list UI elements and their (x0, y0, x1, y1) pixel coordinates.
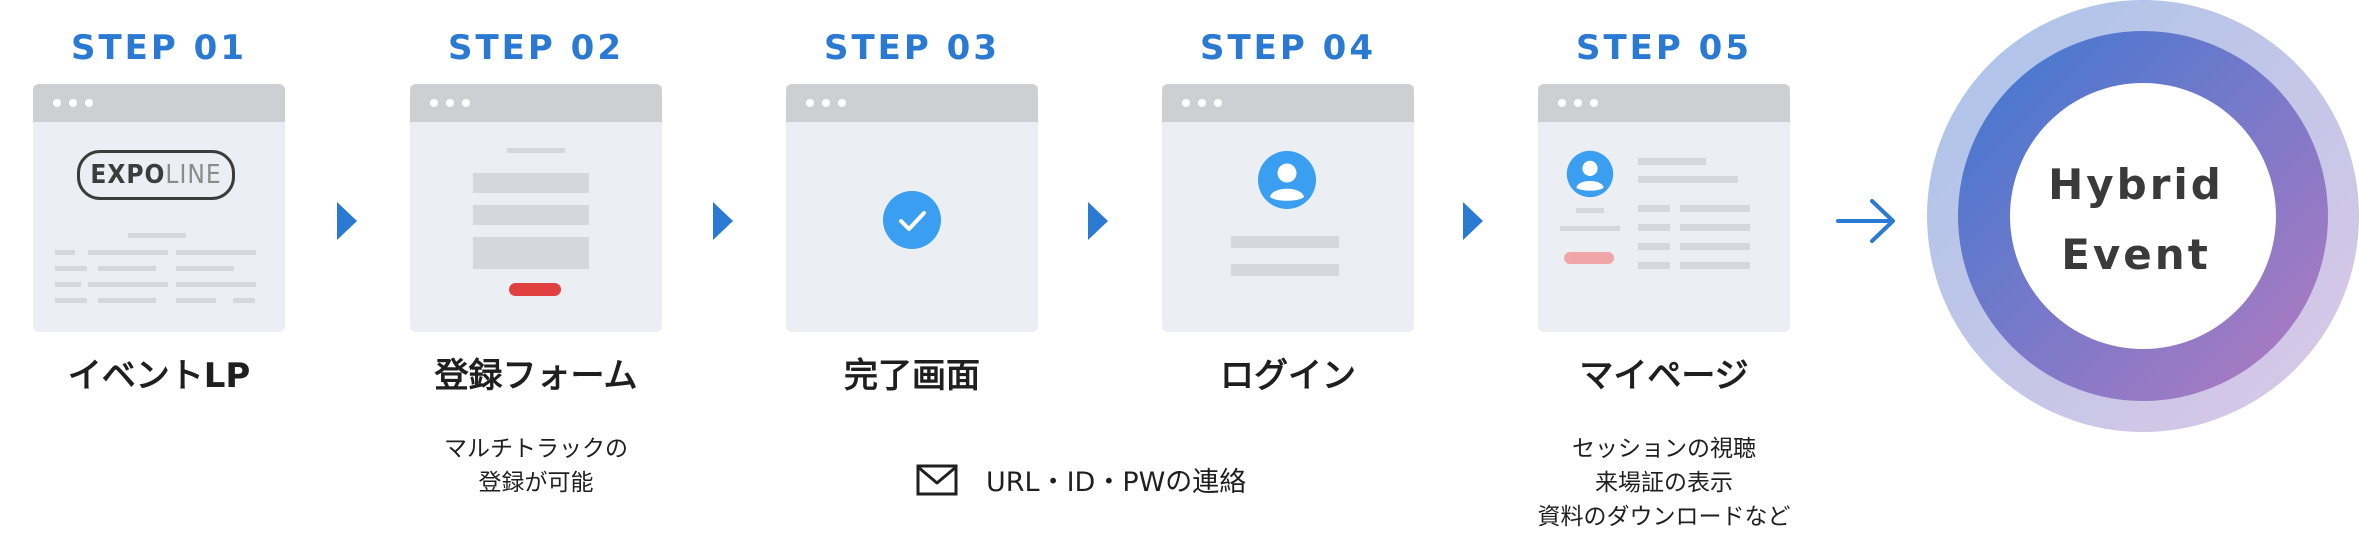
window-titlebar (33, 84, 285, 122)
window-dot (430, 99, 438, 107)
window-dot (85, 99, 93, 107)
user-icon (1566, 150, 1614, 198)
step-label: STEP 04 (1200, 28, 1376, 68)
placeholder-line (1638, 158, 1706, 165)
window-dot (462, 99, 470, 107)
description-line: 資料のダウンロードなど (1537, 504, 1791, 530)
window-dot (806, 99, 814, 107)
placeholder-line (55, 250, 75, 255)
logo-text-line: LINE (165, 160, 222, 190)
step-label: STEP 02 (448, 28, 624, 68)
placeholder-line (1638, 176, 1738, 183)
step-01: STEP 01 EXPOLINE イベントLP (33, 0, 285, 534)
description-line: マルチトラックの (444, 436, 628, 462)
browser-window (410, 84, 662, 332)
placeholder-line (507, 148, 565, 153)
browser-window (1538, 84, 1790, 332)
placeholder-line (88, 282, 168, 287)
placeholder-line (176, 250, 256, 255)
form-field (473, 237, 589, 269)
placeholder-line (128, 233, 186, 238)
browser-window (1162, 84, 1414, 332)
step-title: 完了画面 (844, 356, 980, 396)
placeholder-line (55, 298, 87, 303)
placeholder-line (176, 282, 256, 287)
description-line: セッションの視聴 (1572, 436, 1756, 462)
placeholder-line (1638, 243, 1670, 250)
step-label: STEP 01 (71, 28, 247, 68)
placeholder-line (1680, 243, 1750, 250)
window-dot (1198, 99, 1206, 107)
step-description: セッションの視聴 来場証の表示 資料のダウンロードなど (1478, 432, 1850, 534)
placeholder-line (233, 298, 255, 303)
step-arrow (713, 202, 733, 240)
login-field (1231, 236, 1339, 248)
step-04: STEP 04 ログイン (1162, 0, 1414, 534)
placeholder-line (176, 266, 234, 271)
user-icon (1258, 151, 1316, 209)
window-dot (822, 99, 830, 107)
step-label: STEP 05 (1576, 28, 1752, 68)
placeholder-line (1680, 262, 1750, 269)
step-arrow (1088, 202, 1108, 240)
form-field (473, 173, 589, 193)
contact-text: URL・ID・PWの連絡 (986, 467, 1247, 498)
hybrid-line-2: Event (2061, 230, 2211, 279)
description-line: 登録が可能 (478, 470, 594, 496)
center-disc (2010, 83, 2276, 349)
placeholder-line (1638, 262, 1670, 269)
step-title: マイページ (1579, 356, 1749, 396)
hybrid-line-1: Hybrid (2048, 160, 2224, 209)
window-dot (1590, 99, 1598, 107)
step-arrow (1463, 202, 1483, 240)
window-titlebar (786, 84, 1038, 122)
step-title: イベントLP (67, 356, 251, 396)
placeholder-line (1560, 226, 1620, 231)
description-line: 来場証の表示 (1595, 470, 1733, 496)
window-dot (1182, 99, 1190, 107)
placeholder-line (55, 266, 87, 271)
submit-button (509, 283, 561, 296)
step-02: STEP 02 登録フォーム マルチトラックの 登録が可能 (410, 0, 662, 534)
window-dot (1574, 99, 1582, 107)
badge-button (1564, 252, 1614, 264)
window-dot (1558, 99, 1566, 107)
arrow-right-icon (1836, 199, 1895, 243)
expoline-logo: EXPOLINE (77, 150, 235, 200)
step-03: STEP 03 完了画面 (786, 0, 1038, 534)
browser-window (786, 84, 1038, 332)
step-arrow (337, 202, 357, 240)
step-description: マルチトラックの 登録が可能 (350, 432, 722, 500)
window-titlebar (410, 84, 662, 122)
form-field (473, 205, 589, 225)
step-05: STEP 05 マイページ セッションの視聴 来場証の表示 資料のダウンロードな… (1538, 0, 1791, 534)
hybrid-event-label: Hybrid Event (1996, 150, 2276, 290)
placeholder-line (1638, 224, 1670, 231)
placeholder-line (55, 282, 81, 287)
placeholder-line (176, 298, 216, 303)
step-title: 登録フォーム (434, 356, 638, 396)
window-dot (69, 99, 77, 107)
window-dot (838, 99, 846, 107)
login-field (1231, 264, 1339, 276)
browser-window: EXPOLINE (33, 84, 285, 332)
placeholder-line (1680, 205, 1750, 212)
window-titlebar (1538, 84, 1790, 122)
step-title: ログイン (1220, 356, 1356, 396)
logo-text-expo: EXPO (90, 160, 166, 190)
placeholder-line (1576, 208, 1604, 213)
mail-icon (916, 464, 958, 496)
window-dot (53, 99, 61, 107)
placeholder-line (1680, 224, 1750, 231)
step-label: STEP 03 (824, 28, 1000, 68)
check-icon (883, 191, 941, 249)
placeholder-line (98, 298, 156, 303)
placeholder-line (88, 250, 168, 255)
window-dot (446, 99, 454, 107)
window-titlebar (1162, 84, 1414, 122)
hybrid-event-badge (1927, 0, 2359, 432)
placeholder-line (1638, 205, 1670, 212)
window-dot (1214, 99, 1222, 107)
placeholder-line (98, 266, 156, 271)
